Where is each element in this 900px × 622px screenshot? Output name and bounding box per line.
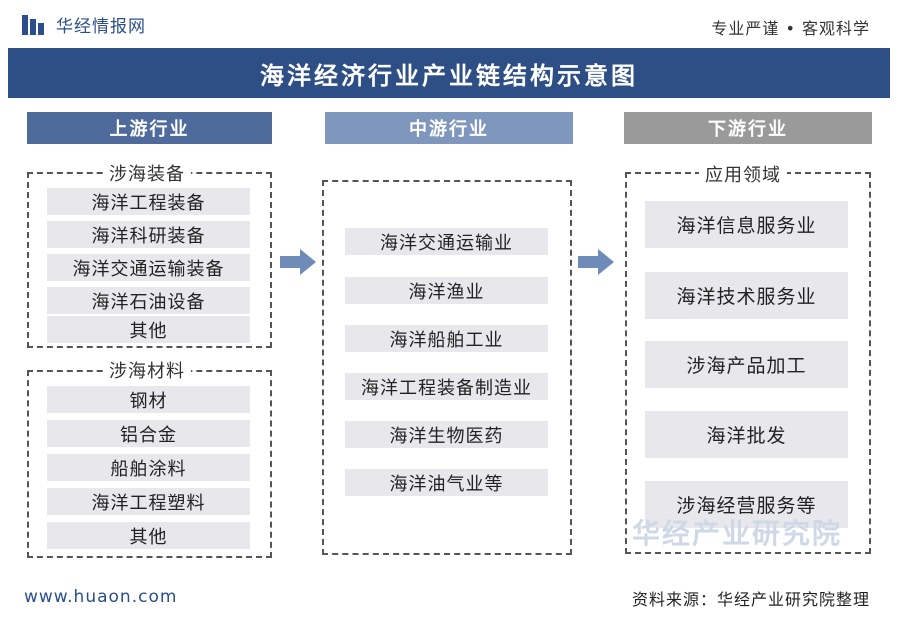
list-item: 海洋石油设备 [47, 287, 250, 314]
list-item: 海洋科研装备 [47, 221, 250, 248]
list-item: 海洋交通运输装备 [47, 254, 250, 281]
list-item: 涉海产品加工 [645, 341, 848, 388]
list-item: 海洋工程装备 [47, 188, 250, 215]
watermark: 华经产业研究院 [631, 517, 842, 550]
list-item: 其他 [47, 316, 250, 343]
list-item: 海洋交通运输业 [345, 228, 548, 255]
list-item: 海洋工程装备制造业 [345, 373, 548, 400]
upstream-header: 上游行业 [27, 112, 272, 144]
list-item: 海洋油气业等 [345, 469, 548, 496]
footer-source: 资料来源：华经产业研究院整理 [631, 590, 870, 609]
arrow-right-icon [280, 249, 316, 275]
list-item: 其他 [47, 522, 250, 549]
list-item: 海洋工程塑料 [47, 488, 250, 515]
top-bar: 华经情报网 专业严谨 • 客观科学 [0, 0, 900, 50]
list-item: 船舶涂料 [47, 454, 250, 481]
group-title-applications: 应用领域 [699, 161, 787, 187]
group-title-equipment: 涉海装备 [103, 160, 191, 186]
list-item: 海洋生物医药 [345, 421, 548, 448]
list-item: 海洋渔业 [345, 277, 548, 304]
midstream-header: 中游行业 [325, 112, 573, 144]
logo: 华经情报网 [22, 12, 146, 37]
arrow-right-icon [578, 249, 614, 275]
page-title: 海洋经济行业产业链结构示意图 [8, 48, 890, 98]
midstream-group [322, 180, 572, 555]
list-item: 钢材 [47, 386, 250, 413]
list-item: 海洋批发 [645, 411, 848, 458]
list-item: 海洋信息服务业 [645, 201, 848, 248]
logo-icon [22, 13, 46, 37]
footer-url[interactable]: www.huaon.com [24, 587, 178, 607]
logo-text: 华经情报网 [56, 17, 146, 37]
list-item: 海洋技术服务业 [645, 272, 848, 319]
list-item: 海洋船舶工业 [345, 325, 548, 352]
list-item: 涉海经营服务等 [645, 481, 848, 528]
slogan: 专业严谨 • 客观科学 [711, 19, 870, 38]
downstream-header: 下游行业 [624, 112, 872, 144]
list-item: 铝合金 [47, 420, 250, 447]
group-title-materials: 涉海材料 [103, 357, 191, 383]
